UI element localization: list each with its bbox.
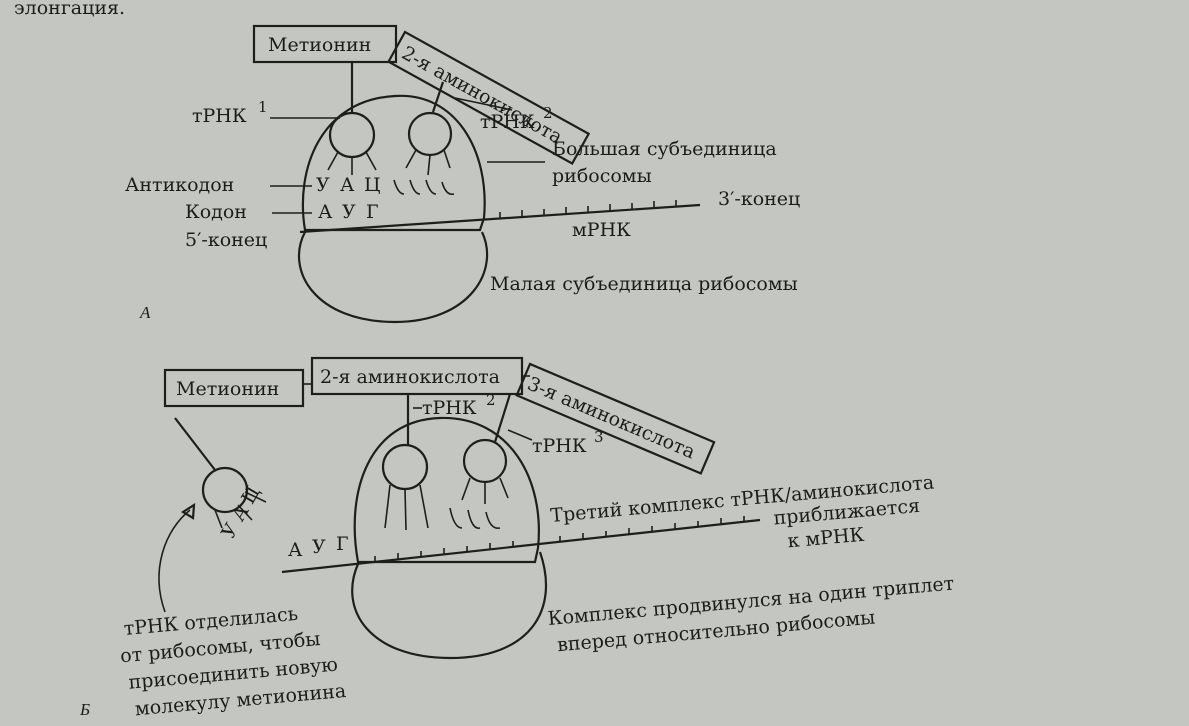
trna1-loop-a <box>328 111 376 159</box>
released-arrow-head <box>180 502 196 520</box>
mrna-label-a: мРНК <box>572 219 631 241</box>
trna2-superscript-b: 2 <box>486 391 496 409</box>
small-subunit-a <box>297 231 489 324</box>
panel-a: Метионин 2-я аминокислота тРНК 1 тРНК 2 … <box>125 24 800 324</box>
large-subunit-b <box>353 416 540 564</box>
trna2-stem-a <box>431 81 445 113</box>
amino-acid-3-box-b: 3-я аминокислота <box>515 362 716 475</box>
anticodon-letter-3: Ц <box>364 174 381 196</box>
top-caption: элонгация. <box>14 0 125 19</box>
shifted-note: Комплекс продвинулся на один триплет впе… <box>547 573 955 657</box>
trna2-loop-a <box>407 111 453 157</box>
codon-b-letter-1: А <box>288 539 303 561</box>
mrna-strand-a <box>299 203 701 234</box>
amino-acid-2-label-b: 2-я аминокислота <box>320 366 500 388</box>
trna2-arms-b <box>384 484 429 531</box>
trna2-pointer-a <box>454 97 513 111</box>
mrna-ticks-b <box>374 516 745 562</box>
released-trna-arms <box>214 491 267 529</box>
large-subunit-line1: Большая субъединица <box>552 138 777 160</box>
mrna-strand-b <box>281 518 761 574</box>
svg-text:к мРНК: к мРНК <box>787 524 866 553</box>
methionine-label-b: Метионин <box>176 378 279 400</box>
five-prime-end: 5′-конец <box>185 229 267 251</box>
released-trna-loop <box>201 466 249 514</box>
mrna-ticks-a <box>499 200 677 218</box>
anticodon-label: Антикодон <box>125 174 234 196</box>
svg-text:У: У <box>217 519 243 542</box>
trna1-superscript-a: 1 <box>258 98 268 116</box>
released-arrow-curve <box>158 509 191 613</box>
released-trna-stem <box>174 417 216 471</box>
large-subunit-line2: рибосомы <box>552 165 652 187</box>
trna3-stem-b <box>493 393 512 443</box>
large-subunit-a <box>301 94 486 232</box>
panel-a-letter: А <box>139 303 151 322</box>
trna3-bases-b <box>449 507 501 529</box>
trna3-pointer-b <box>507 429 533 441</box>
methionine-label-a: Метионин <box>268 34 371 56</box>
codon-letter-3: Г <box>366 201 379 223</box>
methionine-box-a <box>252 24 398 64</box>
trna2-superscript-a: 2 <box>543 104 553 122</box>
released-note: тРНК отделилась от рибосомы, чтобы присо… <box>119 603 347 720</box>
methionine-box-b <box>163 368 305 408</box>
trna2-loop-b <box>381 443 429 491</box>
small-subunit-b <box>351 551 548 660</box>
codon-label: Кодон <box>185 201 247 223</box>
panel-b: Метионин 2-я аминокислота 3-я аминокисло… <box>79 356 955 720</box>
panel-b-letter: Б <box>79 700 90 719</box>
anticodon-letter-2: А <box>340 174 355 196</box>
trna2-bases-a <box>393 179 455 196</box>
trna2-label-a: тРНК <box>480 111 535 133</box>
codon-b-letter-2: У <box>312 536 326 558</box>
trna3-label-b: тРНК <box>532 435 587 457</box>
trna3-arms-b <box>461 477 509 504</box>
codon-letter-1: А <box>318 201 333 223</box>
trna2-label-b: тРНК <box>422 397 477 419</box>
codon-b-letter-3: Г <box>336 533 349 555</box>
three-prime-end: 3′-конец <box>718 188 800 210</box>
trna1-label-a: тРНК <box>192 105 247 127</box>
trna2-arms-a <box>405 149 451 176</box>
trna3-loop-b <box>462 438 508 484</box>
anticodon-letter-1: У <box>316 174 330 196</box>
trna3-superscript-b: 3 <box>594 428 604 446</box>
codon-letter-2: У <box>342 201 356 223</box>
small-subunit-label: Малая субъединица рибосомы <box>490 273 798 295</box>
trna1-arms-a <box>327 151 377 175</box>
